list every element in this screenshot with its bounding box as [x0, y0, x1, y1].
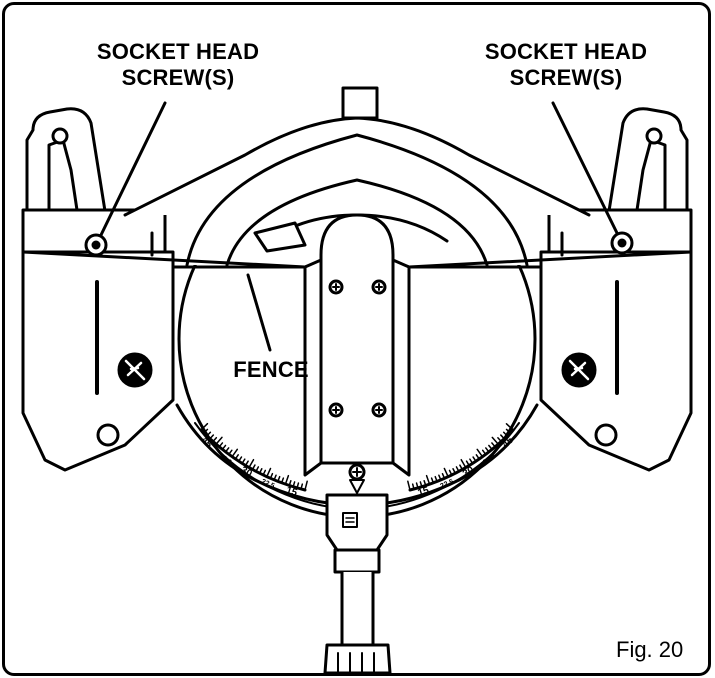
left-callout-line-1: SOCKET HEAD — [96, 39, 260, 64]
scale-tick — [206, 431, 212, 437]
scale-tick — [425, 474, 431, 485]
scale-tick — [455, 466, 460, 473]
scale-tick — [209, 434, 215, 440]
scale-tick — [411, 483, 415, 490]
scale-tick — [203, 428, 209, 434]
scale-tick — [244, 460, 249, 467]
scale-tick — [475, 454, 480, 460]
left-callout-line-2: SCREW(S) — [121, 65, 235, 90]
scale-tick — [288, 479, 292, 487]
scale-tick — [277, 475, 281, 483]
scale-tick — [296, 482, 300, 489]
scale-label: 30 — [239, 465, 255, 480]
scale-tick — [423, 479, 427, 487]
scale-tick — [469, 458, 474, 465]
scale-tick — [448, 469, 453, 476]
scale-tick — [258, 467, 263, 474]
scale-tick — [255, 466, 260, 473]
scale-tick — [505, 423, 514, 431]
right-callout-label: SOCKET HEAD SCREW(S) — [471, 39, 661, 91]
scale-tick — [415, 482, 419, 489]
left-bolt-hole — [51, 127, 69, 145]
right-socket-head-screw — [610, 231, 634, 255]
scale-tick — [491, 442, 496, 448]
scale-tick — [221, 444, 227, 451]
scale-tick — [491, 436, 499, 445]
scale-tick — [212, 436, 218, 443]
scale-label: 15 — [285, 485, 299, 499]
scale-ticks — [200, 422, 514, 491]
scale-tick — [476, 448, 484, 458]
scale-tick — [231, 448, 239, 458]
right-callout-line-2: SCREW(S) — [509, 65, 623, 90]
scale-tick — [460, 458, 467, 469]
scale-tick — [443, 467, 449, 478]
left-base-wing — [21, 107, 175, 472]
right-base-wing — [539, 107, 693, 472]
scale-tick — [481, 449, 487, 456]
left-socket-head-screw — [84, 233, 108, 257]
top-handle-stub — [341, 86, 379, 120]
scale-tick — [472, 456, 477, 462]
right-bevel-knob — [561, 352, 597, 388]
scale-tick — [465, 460, 470, 467]
center-arm — [303, 213, 411, 481]
scale-tick — [292, 481, 296, 488]
scale-tick — [200, 422, 209, 431]
scale-tick — [505, 428, 511, 434]
scale-tick — [407, 480, 411, 491]
figure-number: Fig. 20 — [616, 637, 684, 662]
scale-tick — [266, 467, 272, 478]
scale-tick — [500, 434, 505, 440]
scale-tick — [284, 474, 290, 485]
leader-lines — [99, 101, 619, 352]
scale-tick — [280, 477, 285, 484]
scale-tick — [488, 444, 493, 451]
right-bolt-hole — [645, 127, 663, 145]
scale-tick — [459, 464, 464, 471]
scale-tick — [304, 480, 308, 491]
scale-label: 22.5 — [260, 478, 275, 490]
scale-tick — [234, 454, 239, 460]
left-bevel-knob — [117, 352, 153, 388]
scale-tick — [273, 474, 277, 481]
front-lock-handle — [323, 493, 392, 673]
scale-tick — [224, 447, 230, 453]
scale-tick — [241, 458, 246, 465]
scale-tick — [441, 472, 446, 480]
right-callout-line-1: SOCKET HEAD — [484, 39, 648, 64]
scale-tick — [438, 474, 442, 481]
fence-label: FENCE — [233, 357, 309, 382]
scale-label: 30 — [461, 464, 477, 479]
scale-label: 15 — [417, 485, 431, 499]
scale-tick — [452, 467, 457, 474]
scale-tick — [430, 477, 435, 484]
left-callout-label: SOCKET HEAD SCREW(S) — [83, 39, 273, 91]
scale-tick — [251, 464, 256, 471]
scale-tick — [485, 447, 490, 453]
scale-tick — [248, 458, 255, 469]
scale-tick — [300, 483, 304, 490]
scale-tick — [262, 469, 267, 476]
scale-label: 22.5 — [439, 478, 454, 490]
scale-tick — [502, 431, 508, 437]
scale-tick — [238, 456, 243, 462]
scale-tick — [497, 437, 502, 443]
scale-tick — [434, 475, 438, 483]
scale-tick — [419, 481, 423, 488]
scale-tick — [215, 436, 223, 445]
scale-tick — [228, 449, 233, 456]
scale-tick — [218, 442, 224, 448]
scale-tick — [269, 472, 274, 480]
